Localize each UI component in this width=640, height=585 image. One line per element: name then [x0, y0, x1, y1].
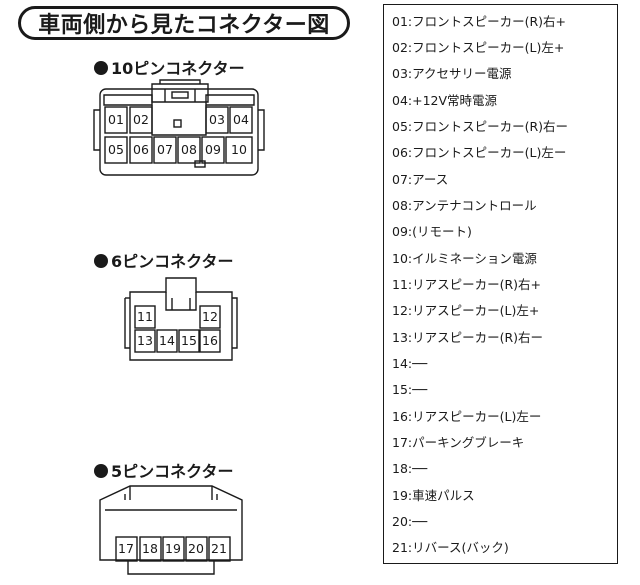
- pin-13: 13: [137, 333, 153, 348]
- pin-list-item: 06:フロントスピーカー(L)左ー: [392, 145, 567, 160]
- five-pin-label-text: 5ピンコネクター: [111, 462, 234, 481]
- pin-10: 10: [231, 142, 247, 157]
- six-pin-label: 6ピンコネクター: [94, 248, 234, 272]
- pin-12: 12: [202, 309, 218, 324]
- pin-list-item: 11:リアスピーカー(R)右+: [392, 277, 542, 292]
- page-title: 車両側から見たコネクター図: [18, 6, 350, 40]
- ten-pin-connector: [93, 79, 265, 176]
- pin-list-item: 10:イルミネーション電源: [392, 251, 537, 266]
- pin-19: 19: [165, 541, 181, 556]
- five-pin-numbers: 17 18 19 20 21: [118, 541, 227, 556]
- pin-04: 04: [233, 112, 249, 127]
- pin-16: 16: [202, 333, 218, 348]
- bullet-icon: [94, 254, 108, 268]
- six-pin-numbers: 11 12 13 14 15 16: [137, 309, 218, 348]
- pin-list-item: 15:──: [392, 382, 428, 397]
- pin-list-item: 07:アース: [392, 172, 449, 187]
- pin-09: 09: [205, 142, 221, 157]
- pin-11: 11: [137, 309, 153, 324]
- pin-05: 05: [108, 142, 124, 157]
- pin-list-item: 03:アクセサリー電源: [392, 66, 512, 81]
- pin-08: 08: [181, 142, 197, 157]
- pin-21: 21: [211, 541, 227, 556]
- pin-01: 01: [108, 112, 124, 127]
- five-pin-label: 5ピンコネクター: [94, 458, 234, 482]
- pin-list-item: 02:フロントスピーカー(L)左+: [392, 40, 565, 55]
- pin-list-item: 09:(リモート): [392, 224, 472, 239]
- pin-list-item: 12:リアスピーカー(L)左+: [392, 303, 540, 318]
- pin-18: 18: [142, 541, 158, 556]
- pin-list-item: 19:車速パルス: [392, 488, 475, 503]
- pin-assignment-list: 01:フロントスピーカー(R)右+ 02:フロントスピーカー(L)左+ 03:ア…: [383, 4, 618, 564]
- pin-17: 17: [118, 541, 134, 556]
- five-pin-connector: [99, 485, 243, 575]
- pin-list-item: 08:アンテナコントロール: [392, 198, 537, 213]
- pin-15: 15: [181, 333, 197, 348]
- pin-list-item: 13:リアスピーカー(R)右ー: [392, 330, 544, 345]
- pin-list-item: 21:リバース(バック): [392, 540, 509, 555]
- six-pin-connector: [124, 277, 238, 361]
- pin-06: 06: [133, 142, 149, 157]
- pin-07: 07: [157, 142, 173, 157]
- pin-14: 14: [159, 333, 175, 348]
- ten-pin-label-text: 10ピンコネクター: [111, 59, 245, 78]
- pin-20: 20: [188, 541, 204, 556]
- pin-list-item: 14:──: [392, 356, 428, 371]
- bullet-icon: [94, 61, 108, 75]
- ten-pin-numbers: 01 02 03 04 05 06 07 08 09 10: [108, 112, 249, 157]
- pin-list-item: 01:フロントスピーカー(R)右+: [392, 14, 567, 29]
- pin-list-item: 18:──: [392, 461, 428, 476]
- pin-02: 02: [133, 112, 149, 127]
- pin-list-item: 16:リアスピーカー(L)左ー: [392, 409, 542, 424]
- pin-list-item: 04:+12V常時電源: [392, 93, 498, 108]
- ten-pin-label: 10ピンコネクター: [94, 55, 245, 79]
- pin-list-item: 17:パーキングブレーキ: [392, 435, 525, 450]
- bullet-icon: [94, 464, 108, 478]
- pin-list-item: 05:フロントスピーカー(R)右ー: [392, 119, 569, 134]
- pin-03: 03: [209, 112, 225, 127]
- pin-list-item: 20:──: [392, 514, 428, 529]
- six-pin-label-text: 6ピンコネクター: [111, 252, 234, 271]
